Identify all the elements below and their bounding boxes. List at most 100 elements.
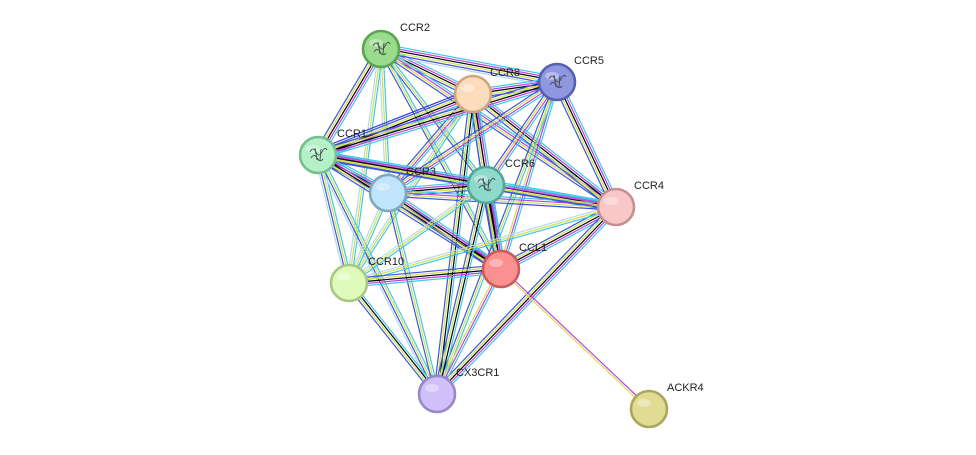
edge-ccr1-ccr10[interactable] <box>314 153 353 285</box>
node-circle[interactable] <box>596 187 636 227</box>
edge-evidence-line <box>385 195 500 274</box>
node-label: ACKR4 <box>667 382 704 394</box>
edge-evidence-line <box>387 192 502 270</box>
protein-structure-icon <box>548 74 567 89</box>
edge-evidence-line <box>436 206 617 395</box>
edge-evidence-line <box>319 49 384 157</box>
node-label: CCR1 <box>337 128 367 140</box>
edge-evidence-line <box>486 81 559 187</box>
edge-evidence-line <box>389 188 504 267</box>
protein-structure-icon <box>372 41 391 56</box>
node-label: CCR6 <box>505 158 535 170</box>
edge-ccr3-ccl1[interactable] <box>385 188 504 274</box>
node-highlight <box>604 197 618 205</box>
node-ccr10[interactable]: CCR10 <box>329 256 404 303</box>
edge-evidence-line <box>345 284 436 397</box>
edge-evidence-line <box>348 270 502 286</box>
edge-evidence-line <box>437 184 488 395</box>
node-ccr6[interactable]: CCR6 <box>466 158 535 205</box>
node-highlight <box>337 273 351 281</box>
edge-ccl1-ackr4[interactable] <box>499 267 651 411</box>
node-circle[interactable] <box>329 263 369 303</box>
edge-evidence-line <box>350 280 441 393</box>
edge-evidence-line <box>484 187 617 211</box>
node-ccr5[interactable]: CCR5 <box>537 55 604 102</box>
node-ccl1[interactable]: CCL1 <box>481 242 547 289</box>
node-highlight <box>376 183 390 191</box>
edge-evidence-line <box>502 210 619 274</box>
edge-ccr2-ccr5[interactable] <box>379 43 559 88</box>
node-circle[interactable] <box>368 173 408 213</box>
edge-ccr5-ccr4[interactable] <box>552 79 621 210</box>
edge-evidence-line <box>313 46 378 154</box>
node-label: CX3CR1 <box>456 367 499 379</box>
node-circle[interactable] <box>417 374 457 414</box>
edge-evidence-line <box>556 81 617 208</box>
edge-evidence-line <box>554 82 615 209</box>
edge-evidence-line <box>382 47 489 185</box>
edge-ccr5-ccr1[interactable] <box>316 77 559 160</box>
node-cx3cr1[interactable]: CX3CR1 <box>417 367 499 414</box>
edge-evidence-line <box>380 45 559 80</box>
edge-evidence-line <box>315 88 472 151</box>
edge-evidence-line <box>387 192 438 395</box>
edge-evidence-line <box>315 47 380 155</box>
edge-evidence-line <box>321 50 386 158</box>
edge-evidence-line <box>316 79 557 154</box>
edge-evidence-line <box>385 192 436 396</box>
node-circle[interactable] <box>629 389 669 429</box>
edge-evidence-line <box>499 269 649 411</box>
edge-evidence-line <box>471 95 616 210</box>
node-highlight <box>489 259 503 267</box>
edge-evidence-line <box>389 191 440 395</box>
node-ccr2[interactable]: CCR2 <box>361 22 430 69</box>
edge-evidence-line <box>320 153 353 283</box>
node-ccr3[interactable]: CCR3 <box>368 166 436 213</box>
edge-evidence-line <box>317 152 617 206</box>
edge-evidence-line <box>386 194 501 272</box>
edge-ccr8-ccr4[interactable] <box>469 90 620 211</box>
edge-evidence-line <box>379 51 558 86</box>
edge-evidence-line <box>349 281 439 394</box>
edge-evidence-line <box>318 154 351 284</box>
edge-evidence-line <box>433 183 484 394</box>
node-highlight <box>637 399 651 407</box>
node-highlight <box>461 84 475 92</box>
edge-evidence-line <box>558 80 619 207</box>
edge-evidence-line <box>380 47 558 82</box>
edge-ccr10-cx3cr1[interactable] <box>345 280 441 397</box>
node-label: CCR10 <box>368 256 404 268</box>
edge-evidence-line <box>439 209 620 398</box>
edge-evidence-line <box>436 268 502 395</box>
edge-evidence-line <box>387 193 617 209</box>
edge-evidence-line <box>347 204 617 282</box>
edge-ccr2-ccr1[interactable] <box>313 46 386 158</box>
node-ccr1[interactable]: CCR1 <box>298 128 367 175</box>
node-ackr4[interactable]: ACKR4 <box>629 382 704 429</box>
edge-ccr6-ccr10[interactable] <box>347 182 488 286</box>
edge-evidence-line <box>485 181 618 205</box>
node-circle[interactable] <box>453 74 493 114</box>
edge-evidence-line <box>347 182 486 282</box>
edge-evidence-line <box>472 93 617 208</box>
edge-ccr3-cx3cr1[interactable] <box>385 191 440 396</box>
node-circle[interactable] <box>481 249 521 289</box>
edge-evidence-line <box>475 90 620 205</box>
node-ccr8[interactable]: CCR8 <box>453 67 520 114</box>
edge-evidence-line <box>433 203 614 392</box>
edge-evidence-line <box>485 185 617 209</box>
edge-ccr8-ccr1[interactable] <box>315 88 476 161</box>
edge-ccl1-cx3cr1[interactable] <box>434 267 504 396</box>
edge-ccl1-ccr10[interactable] <box>348 264 502 288</box>
edge-ccr4-cx3cr1[interactable] <box>433 203 620 398</box>
node-ccr4[interactable]: CCR4 <box>596 180 664 227</box>
edge-evidence-line <box>318 83 559 158</box>
edge-ccr6-cx3cr1[interactable] <box>433 183 490 396</box>
edge-evidence-line <box>473 91 618 206</box>
edge-evidence-line <box>347 283 437 396</box>
edge-evidence-line <box>500 206 617 270</box>
edge-ccr6-ccr4[interactable] <box>484 181 618 211</box>
edge-ccr4-ccr10[interactable] <box>347 204 618 286</box>
edge-evidence-line <box>381 43 559 78</box>
edge-evidence-line <box>348 184 487 284</box>
